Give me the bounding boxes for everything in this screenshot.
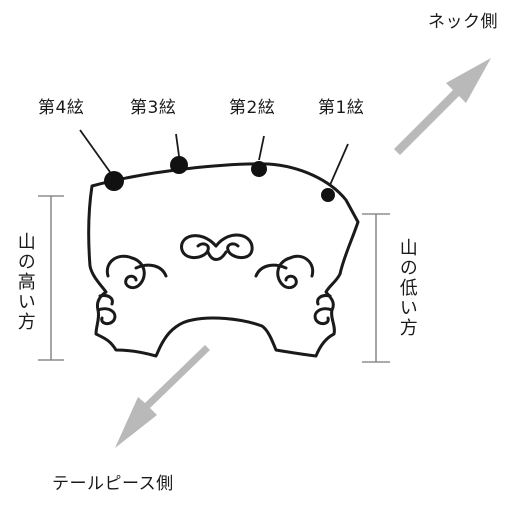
tailpiece-side-label: テールピース側 — [52, 474, 174, 494]
string-1-label: 第1絃 — [318, 98, 365, 118]
height-brackets — [38, 195, 390, 363]
high-side-label: 山の高い方 — [14, 232, 36, 332]
leader-string-1 — [329, 143, 349, 186]
bridge-outline — [87, 162, 360, 358]
string-1-dot — [321, 188, 335, 202]
string-4-label: 第4絃 — [38, 98, 85, 118]
string-leader-lines — [79, 129, 349, 186]
leader-string-2 — [258, 135, 265, 161]
leader-string-4 — [79, 129, 111, 173]
string-4-dot — [104, 171, 124, 191]
string-2-label: 第2絃 — [229, 98, 276, 118]
string-2-dot — [251, 161, 267, 177]
leader-string-3 — [175, 133, 180, 157]
tailpiece-direction-arrow — [115, 345, 210, 448]
neck-direction-arrow — [394, 58, 491, 155]
string-dots — [104, 156, 335, 202]
low-side-label: 山の低い方 — [396, 238, 418, 338]
string-3-label: 第3絃 — [130, 98, 177, 118]
string-3-dot — [170, 156, 188, 174]
neck-side-label: ネック側 — [428, 12, 498, 32]
